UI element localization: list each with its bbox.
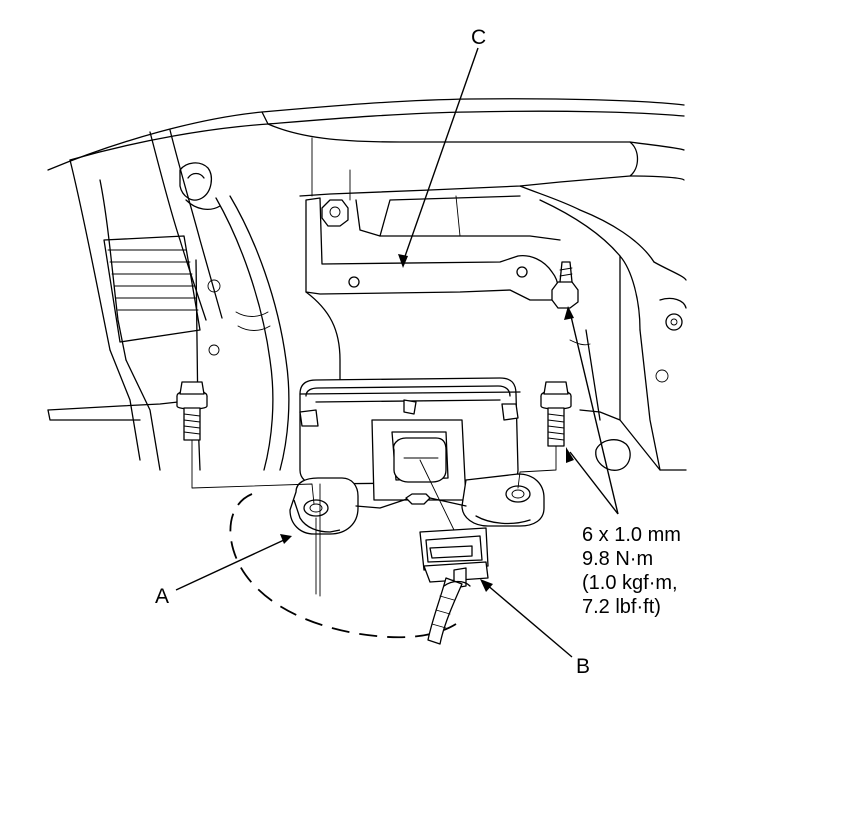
mounting-bracket-c	[305, 197, 579, 401]
torque-spec-block: 6 x 1.0 mm 9.8 N·m (1.0 kgf·m, 7.2 lbf·f…	[582, 523, 681, 619]
bolt-left	[176, 381, 208, 441]
callout-label-b: B	[576, 655, 591, 678]
callout-label-c: C	[471, 26, 487, 49]
torque-lbfft-text: 7.2 lbf·ft)	[582, 596, 661, 618]
callout-label-a: A	[155, 585, 170, 608]
vehicle-body-structure	[47, 98, 687, 471]
torque-kgfm-text: (1.0 kgf·m,	[582, 572, 678, 594]
bolt-size-text: 6 x 1.0 mm	[582, 524, 681, 546]
torque-nm-text: 9.8 N·m	[582, 548, 654, 570]
sensor-module	[289, 377, 545, 535]
leader-lines	[175, 47, 619, 658]
detail-boundary-dashed	[229, 493, 457, 639]
bolt-alignment-lines	[191, 439, 557, 597]
harness-connector-b	[419, 527, 489, 645]
bolt-right	[540, 381, 572, 447]
